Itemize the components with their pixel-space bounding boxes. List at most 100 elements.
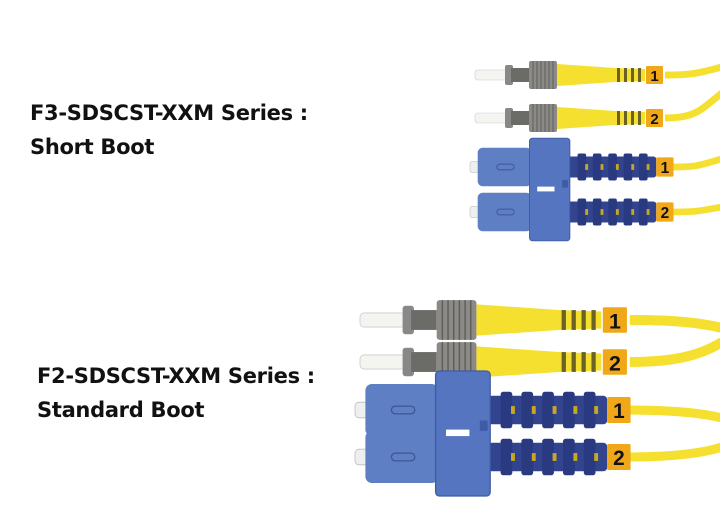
port-label [602, 349, 627, 375]
boot-rib [638, 198, 648, 226]
boot-rib [577, 153, 587, 181]
boot-rib [583, 391, 596, 429]
port-number: 1 [609, 310, 621, 334]
fiber-cable [671, 203, 720, 216]
port-label [602, 307, 627, 333]
boot [557, 107, 645, 129]
knurled-nut [529, 61, 557, 89]
port-number: 1 [650, 68, 658, 85]
ferrule [359, 354, 406, 370]
connector-body [411, 352, 437, 372]
boot-slot [646, 164, 650, 170]
connector-body [411, 310, 437, 330]
series-name: F3-SDSCST-XXM Series : [30, 101, 308, 125]
boot-rib [563, 438, 575, 476]
duplex-clip [434, 370, 491, 497]
fiber-cable [627, 405, 720, 423]
boot-slot [638, 68, 641, 82]
bayonet-ring [402, 347, 414, 377]
st-connector: 2 [474, 104, 663, 132]
boot-slot [552, 453, 557, 461]
port-number: 1 [613, 400, 625, 423]
duplex-clip [529, 137, 571, 242]
boot-slot [531, 453, 536, 461]
boot-slot [638, 111, 641, 125]
sc-connector: 1 [354, 384, 631, 436]
series-title-short-boot: F3-SDSCST-XXM Series : Short Boot [30, 96, 308, 164]
boot-slot [631, 68, 634, 82]
boot-type: Short Boot [30, 135, 155, 159]
boot-slot [585, 164, 589, 170]
boot-rib [542, 391, 554, 429]
port-label [607, 444, 631, 470]
boot-rib [577, 198, 587, 226]
port-label [646, 66, 663, 84]
boot-rib [500, 438, 513, 476]
boot-slot [646, 209, 650, 215]
boot-slot [600, 164, 604, 170]
fiber-cable [629, 315, 720, 333]
port-number: 2 [613, 447, 625, 470]
st-connector: 1 [474, 61, 663, 89]
boot-rib [542, 438, 554, 476]
port-label [607, 397, 631, 423]
st-connector: 2 [359, 342, 627, 382]
boot-rib [521, 438, 534, 476]
boot-rib [521, 391, 534, 429]
sc-connector: 1 [469, 147, 674, 187]
boot-rib [592, 153, 602, 181]
clip-slot [446, 429, 470, 437]
ferrule [474, 69, 508, 81]
boot-slot [594, 453, 599, 461]
port-number: 2 [650, 111, 658, 128]
boot-slot [591, 310, 596, 330]
clip-tab [479, 420, 488, 431]
boot-slot [615, 209, 619, 215]
plug-window [496, 163, 515, 171]
boot-slot [581, 310, 586, 330]
boot-slot [617, 68, 620, 82]
port-label [656, 157, 674, 177]
connector-body [511, 111, 529, 125]
ferrule [474, 112, 508, 124]
boot [476, 304, 602, 336]
boot-slot [624, 111, 627, 125]
boot-rib [500, 391, 513, 429]
sc-connector: 2 [354, 431, 631, 483]
boot-rib [608, 198, 617, 226]
series-name: F2-SDSCST-XXM Series : [37, 364, 315, 388]
boot-rib [563, 391, 575, 429]
connector-body [511, 68, 529, 82]
boot-slot [615, 164, 619, 170]
sc-plug [365, 431, 439, 483]
port-label [646, 109, 663, 127]
port-number: 2 [609, 352, 621, 376]
knurled-nut [529, 104, 557, 132]
sc-plug [477, 192, 532, 232]
boot-rib [623, 153, 633, 181]
boot-slot [561, 352, 566, 372]
boot-rib [583, 438, 596, 476]
st-connector: 1 [359, 300, 627, 340]
boot-slot [571, 352, 576, 372]
clip-tab [562, 179, 568, 188]
bayonet-ring [402, 305, 414, 335]
boot-slot [631, 209, 635, 215]
fiber-cable [629, 337, 720, 367]
boot-rib [592, 198, 602, 226]
boot-type: Standard Boot [37, 398, 205, 422]
boot-slot [617, 111, 620, 125]
ferrule [359, 312, 406, 328]
boot-slot [571, 310, 576, 330]
clip-slot [537, 186, 555, 192]
plug-window [390, 452, 416, 462]
sc-plug [365, 384, 439, 436]
boot-slot [573, 453, 578, 461]
boot-slot [511, 406, 515, 414]
boot-slot [585, 209, 589, 215]
fiber-cable [664, 90, 720, 122]
boot [476, 346, 602, 378]
boot-slot [624, 68, 627, 82]
boot-rib [623, 198, 633, 226]
